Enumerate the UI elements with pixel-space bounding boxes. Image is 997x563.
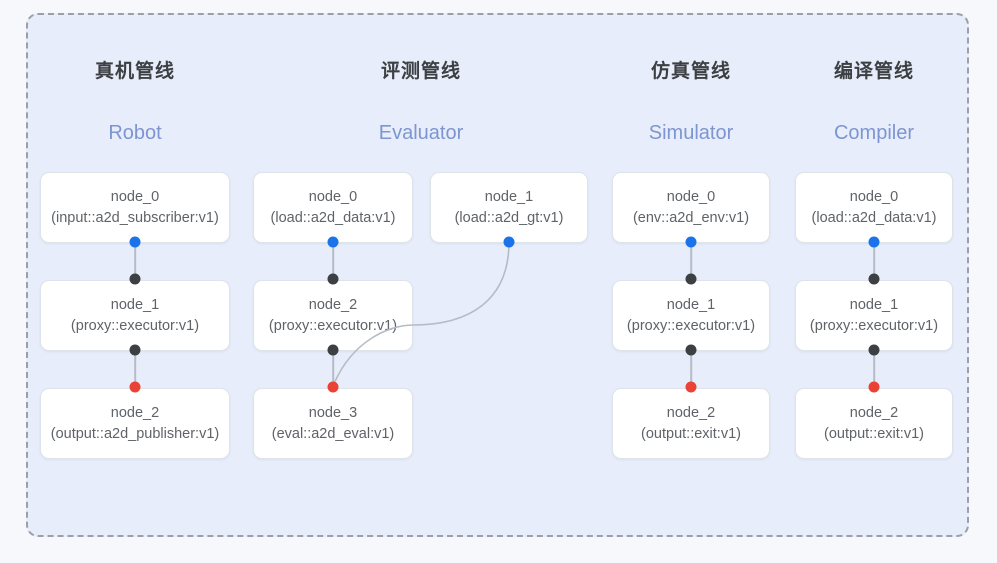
node-id: node_1 [666,296,716,313]
link-comp-1-2 [873,350,875,386]
node-id: node_1 [849,296,899,313]
node-id: node_1 [484,188,534,205]
port-output-evaluator-node0[interactable] [327,236,339,248]
link-robot-0-1 [134,242,136,278]
column-title-cn-simulator: 仿真管线 [650,61,731,82]
column-title-cn-robot: 真机管线 [94,61,175,82]
column-header-compiler: 编译管线 Compiler [795,60,953,145]
link-robot-1-2 [134,350,136,386]
column-title-cn-evaluator: 评测管线 [380,61,461,82]
node-compiler-0[interactable]: node_0 (load::a2d_data:v1) [795,172,953,243]
column-title-en-evaluator: Evaluator [378,122,464,144]
node-evaluator-1[interactable]: node_1 (load::a2d_gt:v1) [430,172,588,243]
node-id: node_0 [110,188,160,205]
port-output-simulator-node1[interactable] [685,344,697,356]
link-comp-0-1 [873,242,875,278]
port-output-robot-node0[interactable] [129,236,141,248]
node-type: (proxy::executor:v1) [70,317,200,334]
node-id: node_0 [849,188,899,205]
node-id: node_2 [666,404,716,421]
node-type: (output::exit:v1) [824,425,924,442]
column-header-robot: 真机管线 Robot [40,60,230,145]
port-output-simulator-node0[interactable] [685,236,697,248]
node-type: (input::a2d_subscriber:v1) [51,209,219,226]
node-type: (env::a2d_env:v1) [632,209,750,226]
port-input-evaluator-node2[interactable] [327,273,339,285]
link-sim-1-2 [690,350,692,386]
link-eval-0-2 [332,242,334,278]
port-input-simulator-node1[interactable] [685,273,697,285]
node-evaluator-2[interactable]: node_2 (proxy::executor:v1) [253,280,413,351]
node-type: (load::a2d_gt:v1) [454,209,564,226]
node-compiler-1[interactable]: node_1 (proxy::executor:v1) [795,280,953,351]
node-id: node_1 [110,296,160,313]
port-output-robot-node1[interactable] [129,344,141,356]
port-output-compiler-node1[interactable] [868,344,880,356]
node-id: node_2 [308,296,358,313]
column-title-en-compiler: Compiler [833,122,915,144]
node-type: (proxy::executor:v1) [268,317,398,334]
port-input-simulator-node2[interactable] [685,381,697,393]
node-robot-0[interactable]: node_0 (input::a2d_subscriber:v1) [40,172,230,243]
node-type: (load::a2d_data:v1) [270,209,396,226]
port-input-compiler-node1[interactable] [868,273,880,285]
node-simulator-0[interactable]: node_0 (env::a2d_env:v1) [612,172,770,243]
port-output-evaluator-node2[interactable] [327,344,339,356]
node-type: (output::exit:v1) [641,425,741,442]
node-evaluator-0[interactable]: node_0 (load::a2d_data:v1) [253,172,413,243]
port-output-evaluator-node1[interactable] [503,236,515,248]
node-simulator-1[interactable]: node_1 (proxy::executor:v1) [612,280,770,351]
column-title-en-simulator: Simulator [648,122,734,144]
node-simulator-2[interactable]: node_2 (output::exit:v1) [612,388,770,459]
port-input-compiler-node2[interactable] [868,381,880,393]
port-output-compiler-node0[interactable] [868,236,880,248]
column-title-cn-compiler: 编译管线 [833,61,914,82]
node-id: node_3 [308,404,358,421]
node-robot-1[interactable]: node_1 (proxy::executor:v1) [40,280,230,351]
column-header-simulator: 仿真管线 Simulator [612,60,770,145]
node-id: node_2 [110,404,160,421]
node-id: node_2 [849,404,899,421]
port-input-robot-node2[interactable] [129,381,141,393]
node-id: node_0 [666,188,716,205]
port-input-robot-node1[interactable] [129,273,141,285]
node-type: (proxy::executor:v1) [809,317,939,334]
node-type: (output::a2d_publisher:v1) [50,425,220,442]
column-title-en-robot: Robot [108,122,162,144]
column-header-evaluator: 评测管线 Evaluator [253,60,589,145]
node-evaluator-3[interactable]: node_3 (eval::a2d_eval:v1) [253,388,413,459]
node-type: (eval::a2d_eval:v1) [271,425,395,442]
node-type: (load::a2d_data:v1) [811,209,937,226]
port-input-evaluator-node3[interactable] [327,381,339,393]
node-robot-2[interactable]: node_2 (output::a2d_publisher:v1) [40,388,230,459]
node-id: node_0 [308,188,358,205]
node-type: (proxy::executor:v1) [626,317,756,334]
link-sim-0-1 [690,242,692,278]
node-compiler-2[interactable]: node_2 (output::exit:v1) [795,388,953,459]
